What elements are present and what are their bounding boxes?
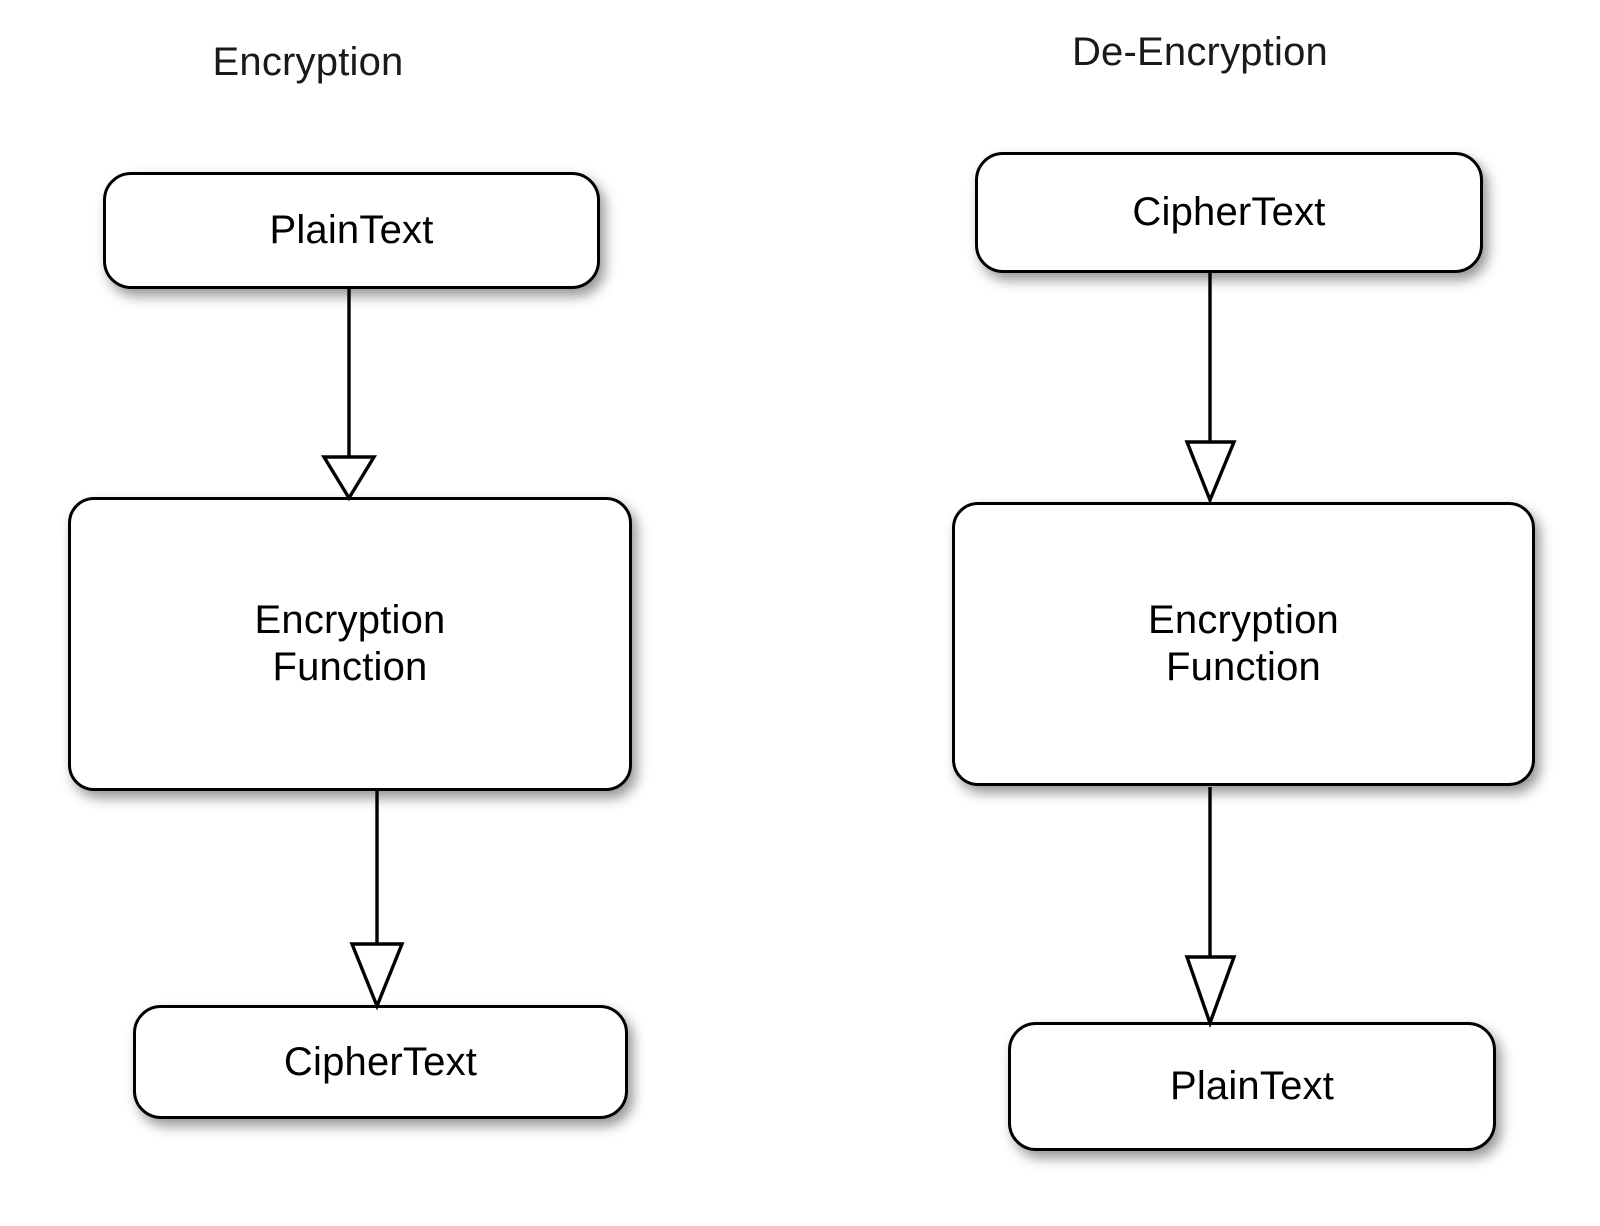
node-de-encryption-plaintext[interactable]: PlainText: [1008, 1022, 1496, 1151]
node-de-encryption-function[interactable]: Encryption Function: [952, 502, 1535, 786]
arrow-de-encryption-ciphertext-to-function: [1184, 273, 1237, 505]
node-encryption-plaintext[interactable]: PlainText: [103, 172, 600, 289]
node-encryption-function[interactable]: Encryption Function: [68, 497, 632, 791]
node-encryption-ciphertext[interactable]: CipherText: [133, 1005, 628, 1119]
node-label: PlainText: [269, 208, 434, 253]
column-title-encryption: Encryption: [212, 40, 404, 84]
node-label: Encryption Function: [1148, 598, 1339, 689]
node-label: PlainText: [1169, 1064, 1335, 1109]
column-title-de-encryption: De-Encryption: [1071, 30, 1329, 74]
node-de-encryption-ciphertext[interactable]: CipherText: [975, 152, 1483, 273]
node-label: CipherText: [1132, 190, 1326, 235]
node-label: Encryption Function: [254, 598, 446, 689]
arrow-de-encryption-function-to-plaintext: [1184, 787, 1237, 1029]
arrow-encryption-plaintext-to-function: [320, 289, 378, 502]
node-label: CipherText: [283, 1039, 478, 1084]
arrow-encryption-function-to-ciphertext: [349, 791, 405, 1011]
